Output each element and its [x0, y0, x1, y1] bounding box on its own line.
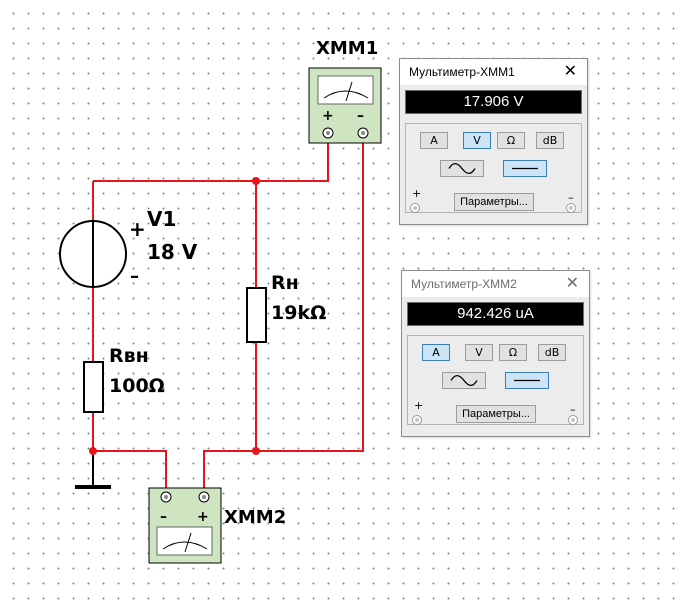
rn-ref-label: Rн — [271, 272, 299, 294]
wire-bottom-right[interactable] — [203, 140, 364, 490]
ammeter-mode-button[interactable]: A — [422, 344, 450, 361]
junction-dot — [252, 177, 260, 185]
junction-dot — [89, 447, 97, 455]
parameters-button[interactable]: Параметры... — [454, 193, 534, 211]
multimeter-xmm2-window[interactable]: Мультиметр-XMM2 ✕ 942.426 uA A V Ω dB + … — [401, 270, 590, 437]
reading-display: 942.426 uA — [407, 302, 584, 326]
rvn-ref-label: Rвн — [109, 345, 149, 367]
source-value-label: 18 V — [147, 240, 198, 264]
xmm2-minus: – — [160, 509, 167, 525]
wire-top[interactable] — [93, 140, 329, 182]
minus-terminal-jack[interactable] — [566, 203, 576, 213]
junction-dot — [252, 447, 260, 455]
window-title: Мультиметр-XMM2 — [411, 277, 517, 291]
controls-panel: A V Ω dB — [405, 123, 582, 213]
ohmmeter-mode-button[interactable]: Ω — [499, 344, 527, 361]
ac-mode-button[interactable] — [440, 160, 484, 177]
wires — [92, 140, 364, 490]
xmm1-ref-label: XMM1 — [316, 38, 378, 59]
xmm2-plus: + — [197, 509, 209, 525]
wire-bottom-left[interactable] — [93, 450, 167, 490]
minus-terminal-label: – — [568, 191, 574, 204]
resistor-rvn[interactable]: Rвн 100Ω — [83, 345, 165, 413]
dc-mode-button[interactable] — [503, 160, 547, 177]
source-ref-label: V1 — [147, 207, 176, 231]
minus-terminal-jack[interactable] — [568, 415, 578, 425]
ohmmeter-mode-button[interactable]: Ω — [497, 132, 525, 149]
reading-display: 17.906 V — [405, 90, 582, 114]
minus-terminal-label: – — [570, 403, 576, 416]
dc-line-icon — [512, 167, 538, 170]
plus-terminal-jack[interactable] — [412, 415, 422, 425]
ac-wave-icon — [450, 374, 478, 387]
source-minus-sign: – — [130, 266, 139, 287]
xmm1-plus: + — [322, 108, 334, 124]
dc-mode-button[interactable] — [505, 372, 549, 389]
plus-terminal-jack[interactable] — [410, 203, 420, 213]
multimeter-xmm2-symbol[interactable]: – + XMM2 — [148, 487, 286, 564]
multimeter-xmm1-window[interactable]: Мультиметр-XMM1 ✕ 17.906 V A V Ω dB + Па… — [399, 58, 588, 225]
rn-value-label: 19kΩ — [271, 302, 326, 324]
window-titlebar[interactable]: Мультиметр-XMM2 ✕ — [402, 271, 589, 297]
window-title: Мультиметр-XMM1 — [409, 65, 515, 79]
plus-terminal-label: + — [414, 399, 424, 412]
ammeter-mode-button[interactable]: A — [420, 132, 448, 149]
window-titlebar[interactable]: Мультиметр-XMM1 ✕ — [400, 59, 587, 85]
dc-line-icon — [514, 379, 540, 382]
decibel-mode-button[interactable]: dB — [538, 344, 566, 361]
resistor-rn[interactable]: Rн 19kΩ — [246, 272, 326, 343]
controls-panel: A V Ω dB — [407, 335, 584, 425]
rvn-value-label: 100Ω — [109, 375, 165, 397]
parameters-button[interactable]: Параметры... — [456, 405, 536, 423]
ac-mode-button[interactable] — [442, 372, 486, 389]
voltmeter-mode-button[interactable]: V — [463, 132, 491, 149]
close-icon[interactable]: ✕ — [565, 273, 579, 292]
decibel-mode-button[interactable]: dB — [536, 132, 564, 149]
ac-wave-icon — [448, 162, 476, 175]
close-icon[interactable]: ✕ — [563, 61, 577, 80]
voltmeter-mode-button[interactable]: V — [465, 344, 493, 361]
xmm1-minus: – — [357, 108, 364, 124]
voltage-source-v1[interactable]: + – V1 18 V — [59, 207, 198, 288]
xmm2-ref-label: XMM2 — [224, 507, 286, 528]
plus-terminal-label: + — [412, 187, 422, 200]
multimeter-xmm1-symbol[interactable]: + – XMM1 — [308, 38, 382, 144]
source-plus-sign: + — [129, 217, 146, 241]
